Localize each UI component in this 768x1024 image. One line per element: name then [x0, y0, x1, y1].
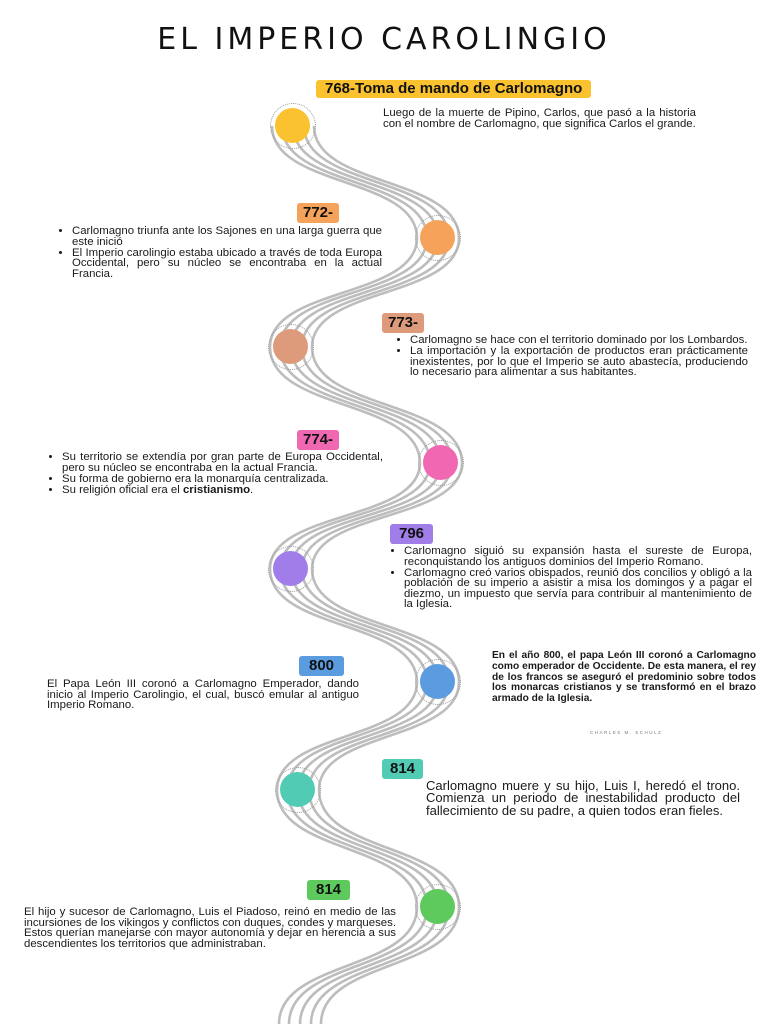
- timeline-dot-773: [268, 324, 314, 370]
- timeline-dot-814a: [275, 767, 321, 813]
- dot-fill: [420, 889, 455, 924]
- dot-fill: [420, 220, 455, 255]
- event-text-814a: Carlomagno muere y su hijo, Luis I, here…: [426, 778, 740, 818]
- bullet-item: Carlomagno siguió su expansión hasta el …: [404, 545, 752, 567]
- event-tag-800: 800: [299, 656, 345, 676]
- event-tag-814a: 814: [382, 759, 424, 779]
- timeline-dot-772: [415, 215, 461, 261]
- dot-fill: [423, 445, 458, 480]
- timeline-dot-774: [418, 440, 464, 486]
- dot-fill: [280, 772, 315, 807]
- event-tag-796: 796: [390, 524, 434, 544]
- timeline-dot-814b: [415, 884, 461, 930]
- bullet-item: Carlomagno se hace con el territorio dom…: [410, 335, 748, 346]
- event-text-768: Luego de la muerte de Pipino, Carlos, qu…: [383, 107, 696, 130]
- timeline-dot-796: [268, 546, 314, 592]
- event-tag-768: 768-Toma de mando de Carlomagno: [316, 80, 592, 98]
- bullet-item: Carlomagno creó varios obispados, reunió…: [404, 567, 752, 610]
- timeline-dot-768: [270, 103, 316, 149]
- dot-fill: [273, 551, 308, 586]
- bullet-item: Su forma de gobierno era la monarquía ce…: [62, 473, 383, 485]
- timeline-dot-800: [415, 659, 461, 705]
- dot-fill: [275, 108, 310, 143]
- event-text-800: El Papa León III coronó a Carlomagno Emp…: [47, 678, 359, 712]
- bullet-item: La importación y la exportación de produ…: [410, 345, 748, 378]
- quote-credit: CHARLES M. SCHULZ: [590, 730, 663, 735]
- event-tag-773: 773-: [382, 313, 425, 333]
- dot-fill: [420, 664, 455, 699]
- event-bullets-796: Carlomagno siguió su expansión hasta el …: [388, 545, 752, 611]
- bullet-item: El Imperio carolingio estaba ubicado a t…: [72, 247, 382, 280]
- bullet-item: Carlomagno triunfa ante los Sajones en u…: [72, 225, 382, 247]
- event-tag-772: 772-: [297, 203, 340, 223]
- dot-fill: [273, 329, 308, 364]
- event-tag-774: 774-: [297, 430, 340, 450]
- event-quote-800: En el año 800, el papa León III coronó a…: [492, 650, 756, 705]
- bullet-item: Su territorio se extendía por gran parte…: [62, 451, 383, 473]
- bullet-item: Su religión oficial era el cristianismo.: [62, 484, 383, 495]
- event-text-814b: El hijo y sucesor de Carlomagno, Luis el…: [24, 906, 396, 950]
- event-bullets-773: Carlomagno se hace con el territorio dom…: [394, 335, 748, 378]
- event-bullets-774: Su territorio se extendía por gran parte…: [46, 451, 383, 496]
- event-tag-814b: 814: [307, 880, 351, 900]
- event-bullets-772: Carlomagno triunfa ante los Sajones en u…: [56, 225, 382, 280]
- page-title: EL IMPERIO CAROLINGIO: [157, 22, 611, 57]
